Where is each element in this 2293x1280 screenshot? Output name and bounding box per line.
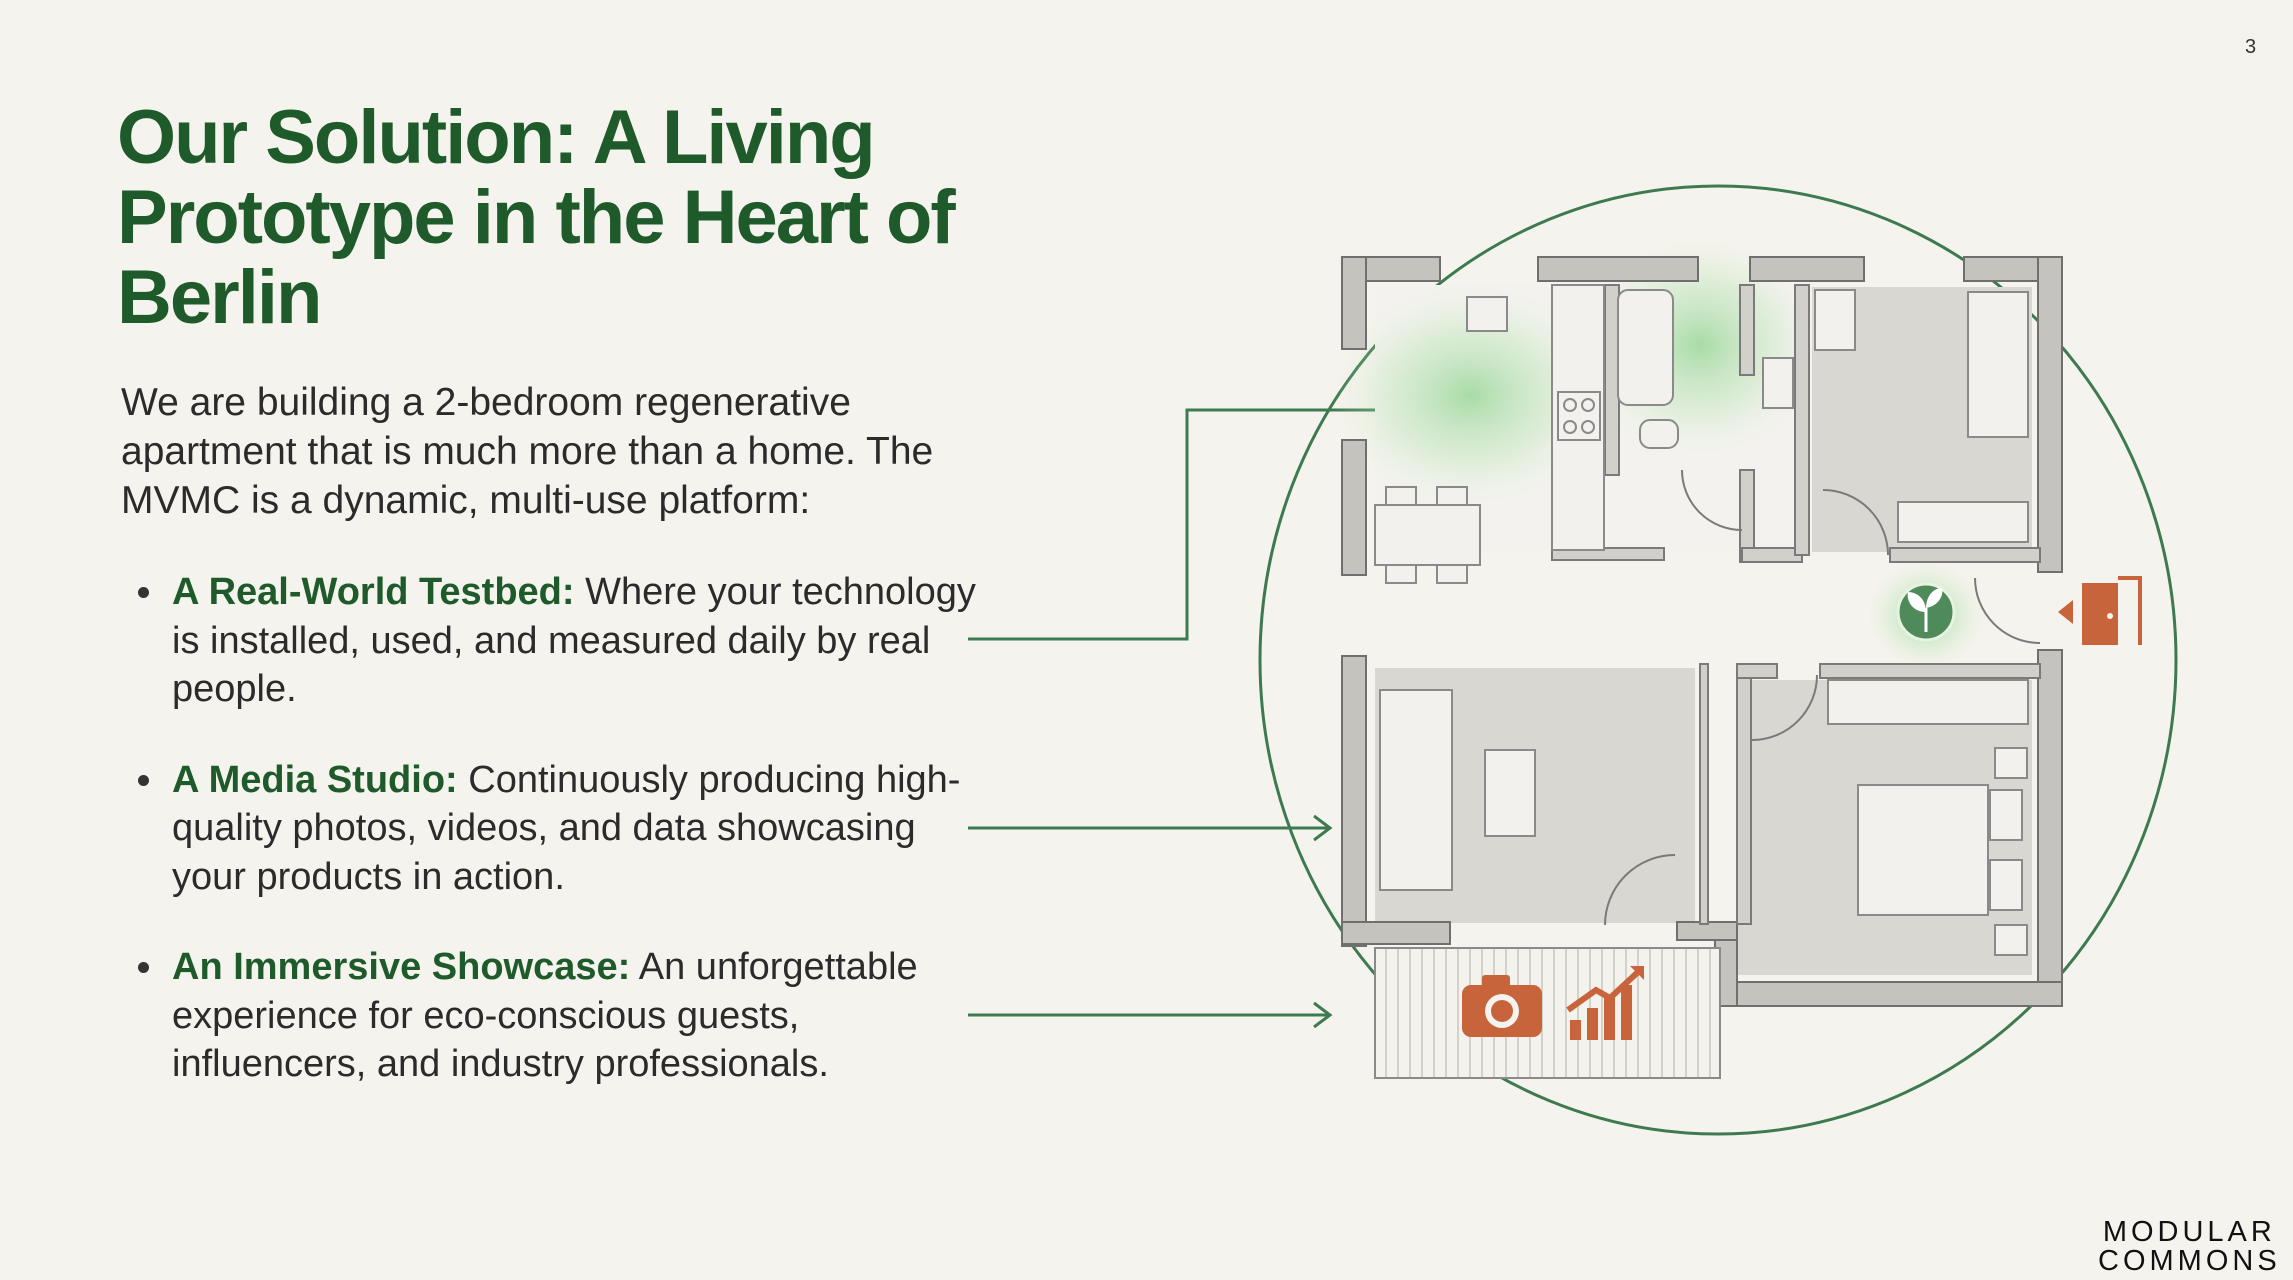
kitchen-glow (1330, 285, 1610, 505)
growth-chart-icon (1566, 966, 1644, 1040)
bullet-marker (138, 587, 149, 598)
feature-showcase: An Immersive Showcase: An unforgettable … (132, 943, 992, 1089)
desk (1814, 289, 1856, 351)
modular-commons-logo: MODULAR COMMONS (2098, 1218, 2281, 1276)
coffee-table (1484, 749, 1536, 837)
bullet-marker (138, 774, 149, 786)
furniture (1374, 284, 2029, 956)
arrow-head (1313, 814, 1333, 842)
balcony (1374, 947, 1721, 1079)
stove (1557, 391, 1601, 441)
feature-list: A Real-World Testbed: Where your technol… (132, 568, 992, 1089)
bathtub (1617, 289, 1674, 406)
bullet-marker (138, 962, 149, 973)
logo-line-1: MODULAR (2102, 1216, 2276, 1248)
sprout-icon (1896, 582, 1956, 642)
toilet (1639, 419, 1679, 449)
feature-term: A Real-World Testbed: (172, 571, 575, 613)
feature-term: An Immersive Showcase: (172, 946, 631, 988)
wardrobe (1827, 679, 2029, 725)
kitchen-sink (1466, 296, 1508, 332)
walls (1341, 256, 2063, 1007)
shelf (1897, 501, 2029, 543)
dining-table (1374, 504, 1481, 566)
feature-testbed: A Real-World Testbed: Where your technol… (132, 568, 992, 714)
entrance-door-icon (2058, 576, 2142, 645)
arrow-head (1313, 1001, 1333, 1029)
double-bed (1857, 784, 1989, 916)
single-bed (1967, 291, 2029, 438)
slide-title: Our Solution: A Living Prototype in the … (117, 95, 956, 340)
page-number: 3 (2245, 36, 2257, 58)
camera-icon (1462, 975, 1542, 1037)
intro-paragraph: We are building a 2-bedroom regenerative… (121, 381, 934, 522)
door-swings (1604, 469, 2041, 926)
feature-description: Where your technology is installed, used… (172, 571, 976, 710)
feature-media-studio: A Media Studio: Continuously producing h… (132, 756, 992, 902)
logo-line-2: COMMONS (2098, 1245, 2281, 1277)
feature-term: A Media Studio: (172, 758, 458, 801)
washbasin (1762, 357, 1794, 409)
feature-description: Continuously producing high-quality phot… (172, 758, 961, 898)
plan-circle (1258, 184, 2178, 1136)
sofa (1379, 689, 1453, 891)
feature-description: An unforgettable experience for eco-cons… (172, 946, 918, 1085)
